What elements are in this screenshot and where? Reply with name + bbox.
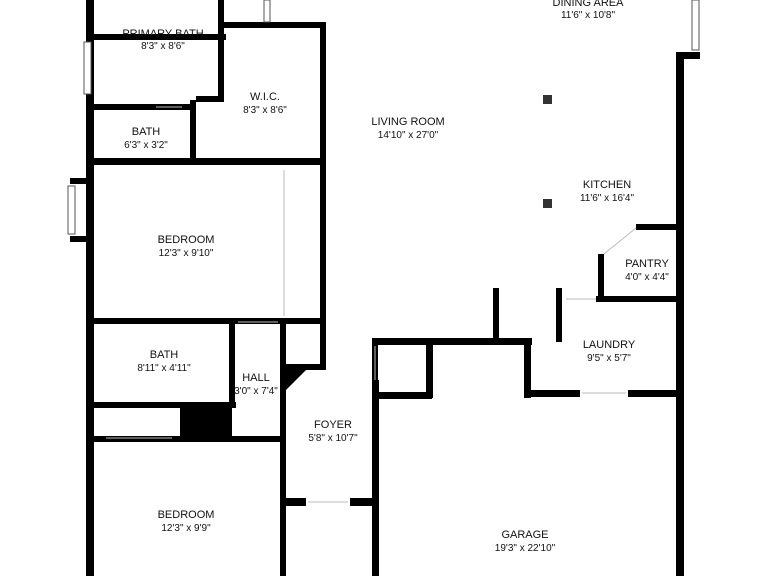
- bedroom2-name: BEDROOM: [158, 509, 215, 521]
- wall-laundry-bottom-left: [524, 390, 580, 397]
- window-bedroom1: [67, 185, 76, 235]
- walls: [70, 0, 700, 576]
- primary-bath-name: PRIMARY BATH: [122, 28, 203, 40]
- wall-garage-top-left: [372, 338, 532, 345]
- wall-pantry-top: [636, 224, 682, 230]
- window-top: [263, 0, 271, 23]
- pantry-name: PANTRY: [625, 258, 669, 270]
- kitchen-markers: [543, 95, 552, 208]
- wall-hall-right-short: [320, 318, 326, 368]
- room-labels: DINING AREA 11'6" x 10'8" PRIMARY BATH 8…: [122, 0, 669, 554]
- kitchen-name: KITCHEN: [583, 179, 631, 191]
- wall-bath2-right: [229, 318, 235, 408]
- wall-hall-corner: [284, 364, 326, 370]
- wall-left-jog-bottom: [70, 236, 94, 242]
- bedroom2-dims: 12'3" x 9'9": [161, 523, 211, 534]
- foyer-name: FOYER: [314, 419, 352, 431]
- wall-right-outer: [676, 56, 684, 576]
- primary-bath-dims: 8'3" x 8'6": [141, 41, 185, 52]
- kitchen-column-1: [543, 95, 552, 104]
- wall-wic-jog-v: [190, 100, 196, 162]
- wall-right-outer-jog: [676, 52, 700, 59]
- hall-corner-wedge: [284, 366, 310, 392]
- wall-primary-bath-bottom: [86, 104, 196, 110]
- wall-bath2-bottom: [86, 402, 236, 408]
- wall-bath1-bottom: [86, 158, 326, 165]
- laundry-dims: 9'5" x 5'7": [587, 353, 631, 364]
- wall-bedroom1-bottom: [86, 318, 326, 324]
- wall-laundry-left: [524, 338, 531, 398]
- pantry-dims: 4'0" x 4'4": [625, 272, 669, 283]
- wall-living-stub: [493, 288, 499, 342]
- bath1-dims: 6'3" x 3'2": [124, 140, 168, 151]
- wall-primary-bath-top: [86, 34, 226, 40]
- kitchen-column-2: [543, 199, 552, 208]
- dining-dims: 11'6" x 10'8": [561, 10, 616, 21]
- wall-bedroom2-top: [86, 436, 286, 442]
- wall-laundry-top: [596, 296, 682, 302]
- wall-pantry-left: [598, 254, 604, 302]
- wall-garage-notch-v: [426, 338, 433, 398]
- closet-block: [180, 402, 232, 438]
- wall-primary-bath-right-top: [218, 0, 224, 40]
- wall-left-jog: [70, 178, 94, 184]
- wall-wic-top: [218, 22, 326, 28]
- wall-wic-right: [320, 22, 326, 322]
- living-dims: 14'10" x 27'0": [378, 130, 439, 141]
- wall-garage-left: [372, 380, 379, 576]
- foyer-dims: 5'8" x 10'7": [308, 433, 358, 444]
- wall-laundry-bottom-right: [628, 390, 682, 397]
- wic-name: W.I.C.: [250, 91, 280, 103]
- wall-wic-jog-h: [196, 96, 224, 102]
- wall-wic-left: [218, 22, 224, 102]
- bath2-name: BATH: [150, 349, 179, 361]
- wall-foyer-bottom-left: [280, 498, 306, 506]
- wall-hall-top-right: [284, 318, 326, 324]
- kitchen-dims: 11'6" x 16'4": [580, 193, 635, 204]
- bath1-name: BATH: [132, 126, 161, 138]
- dining-name: DINING AREA: [553, 0, 625, 9]
- bedroom1-name: BEDROOM: [158, 234, 215, 246]
- living-name: LIVING ROOM: [371, 116, 444, 128]
- door-pantry-angle: [603, 227, 637, 255]
- wic-dims: 8'3" x 8'6": [243, 105, 287, 116]
- garage-dims: 19'3" x 22'10": [495, 543, 556, 554]
- hall-dims: 3'0" x 7'4": [234, 386, 278, 397]
- bedroom1-dims: 12'3" x 9'10": [159, 248, 214, 259]
- window-dining: [691, 0, 700, 51]
- bath2-dims: 8'11" x 4'11": [137, 363, 191, 374]
- garage-name: GARAGE: [501, 529, 548, 541]
- wall-left-outer-lower: [86, 175, 94, 576]
- wall-garage-notch-h: [372, 392, 432, 399]
- wall-hall-right: [280, 318, 286, 576]
- window-primary-bath: [83, 41, 92, 95]
- wall-laundry-left-stub: [556, 288, 562, 342]
- windows-doors: [67, 0, 700, 503]
- wall-foyer-bottom-right: [350, 498, 378, 506]
- hall-name: HALL: [242, 372, 270, 384]
- laundry-name: LAUNDRY: [583, 339, 636, 351]
